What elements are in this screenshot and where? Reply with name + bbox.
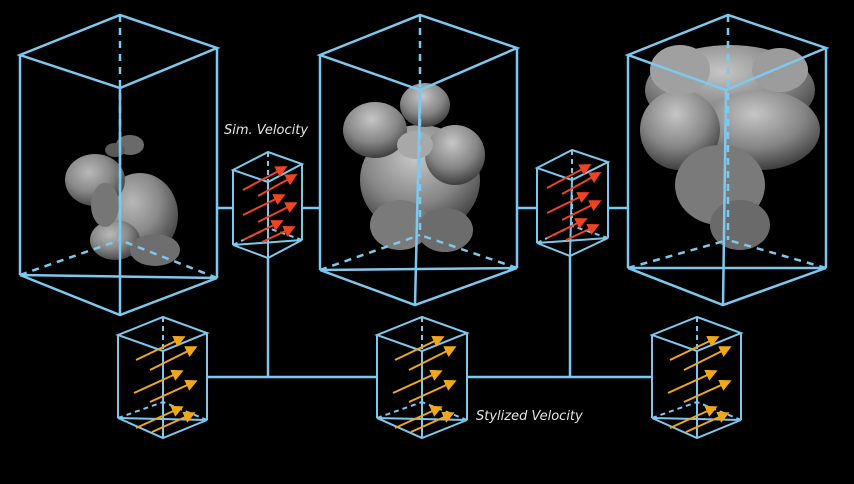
sim-velocity-label: Sim. Velocity <box>224 123 309 138</box>
sim-arrows-1 <box>242 166 298 243</box>
stylized-arrows-1 <box>133 336 198 433</box>
smoke-plume-mid <box>343 83 485 252</box>
frame-box-2 <box>316 13 521 307</box>
smoke-bunny <box>65 135 180 266</box>
stylized-velocity-field-2 <box>374 315 470 440</box>
stylized-velocity-field-1 <box>115 315 210 440</box>
sim-arrows-2 <box>546 164 602 241</box>
smoke-plume-large <box>640 45 820 250</box>
frame-box-1 <box>16 13 221 317</box>
stylized-arrows-3 <box>667 336 732 433</box>
stylized-box-1 <box>115 315 210 440</box>
smoke-frame-1 <box>16 13 221 317</box>
frame-box-3 <box>624 13 830 307</box>
stylized-velocity-label: Stylized Velocity <box>476 409 583 424</box>
stylized-arrows-2 <box>392 336 457 433</box>
sim-velocity-field-1 <box>230 150 305 260</box>
smoke-frame-2 <box>316 13 521 307</box>
stylized-box-3 <box>649 315 744 440</box>
stylized-velocity-field-3 <box>649 315 744 440</box>
smoke-frame-3 <box>624 13 830 307</box>
connector-lines <box>207 206 652 379</box>
stylized-box-2 <box>374 315 470 440</box>
sim-velocity-field-2 <box>534 148 611 258</box>
